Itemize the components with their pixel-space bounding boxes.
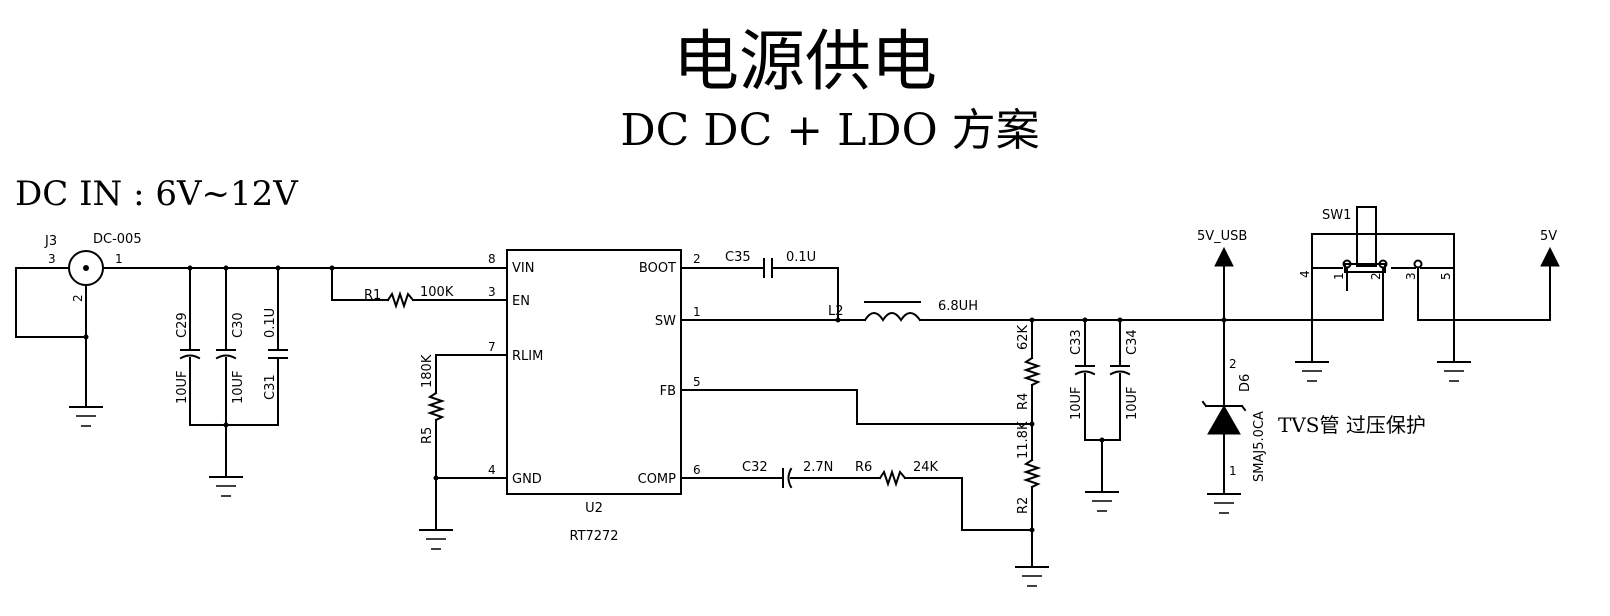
d6-pin2: 2 [1229,357,1237,371]
j3-pin3: 3 [48,252,56,266]
input-voltage-note: DC IN : 6V~12V [15,174,299,214]
sw1-pin1: 1 [1332,272,1346,280]
j3-pin1: 1 [115,252,123,266]
sw1-pin2: 2 [1369,272,1383,280]
c29-value: 10UF [175,370,190,404]
u2-pin-fb-name: FB [660,384,676,399]
d6-tvs-diode: 2 D6 SMAJ5.0CA 1 [1201,357,1267,482]
c31-value: 0.1U [263,308,278,338]
j3-ref: J3 [44,234,57,249]
c30-ref: C30 [231,312,246,338]
c35-capacitor: C35 0.1U [725,250,816,278]
c31-capacitor: 0.1U C31 [263,308,288,400]
c35-ref: C35 [725,250,751,265]
c34-ref: C34 [1125,329,1140,355]
schematic-subtitle: DC DC + LDO 方案 [620,105,1039,156]
gnd-symbol-sw1-right [1437,361,1471,382]
c34-capacitor: C34 10UF [1109,329,1140,420]
u2-pin-boot-name: BOOT [639,261,676,276]
c29-ref: C29 [175,312,190,338]
net-5v-label: 5V [1540,229,1557,244]
r5-value: 180K [420,354,435,388]
r6-value: 24K [913,460,939,475]
gnd-symbol-u2 [419,529,453,550]
u2-pin-rlim-num: 7 [488,340,496,354]
c35-value: 0.1U [786,250,816,265]
l2-value: 6.8UH [938,299,978,314]
gnd-symbol-sw1-left [1295,361,1329,382]
l2-ref: L2 [828,304,844,319]
u2-ic-rt7272: VIN EN RLIM GND BOOT SW FB COMP 8 3 7 4 … [488,249,701,544]
net-5v-arrow [1540,246,1560,267]
u2-part: RT7272 [569,529,618,544]
u2-pin-gnd-num: 4 [488,463,496,477]
c32-capacitor: C32 2.7N [742,460,833,489]
gnd-symbol-fb [1015,566,1049,587]
u2-pin-sw-name: SW [655,314,676,329]
c33-capacitor: C33 10UF [1069,329,1096,420]
net-5v-usb-label: 5V_USB [1197,229,1247,244]
u2-pin-en-num: 3 [488,285,496,299]
u2-pin-gnd-name: GND [512,472,542,487]
u2-pin-vin-name: VIN [512,261,534,276]
j3-part: DC-005 [93,232,142,247]
u2-pin-rlim-name: RLIM [512,349,543,364]
c30-capacitor: C30 10UF [215,312,246,404]
u2-pin-sw-num: 1 [693,305,701,319]
r1-value: 100K [420,285,454,300]
r4-value: 62K [1016,324,1031,350]
gnd-symbol-tvs [1207,493,1241,514]
c33-ref: C33 [1069,329,1084,355]
l2-inductor: L2 6.8UH [828,299,978,322]
u2-pin-comp-name: COMP [638,472,677,487]
sw1-pin5: 5 [1439,272,1453,280]
u2-pin-boot-num: 2 [693,252,701,266]
schematic-title: 电源供电 [673,23,937,100]
c31-ref: C31 [263,374,278,400]
gnd-symbol-j3 [69,406,103,427]
r2-value: 11.8K [1016,421,1031,459]
u2-pin-fb-num: 5 [693,375,701,389]
sw1-ref: SW1 [1322,208,1351,223]
u2-pin-comp-num: 6 [693,463,701,477]
r6-ref: R6 [855,460,872,475]
j3-pin2: 2 [71,294,85,302]
sw1-pin3: 3 [1404,272,1418,280]
gnd-symbol-input-caps [209,476,243,497]
r5-resistor: 180K R5 [420,354,446,444]
r2-ref: R2 [1016,497,1031,514]
c32-value: 2.7N [803,460,833,475]
r2-resistor: 11.8K R2 [1016,421,1042,514]
r4-ref: R4 [1016,393,1031,410]
u2-ref: U2 [585,501,603,516]
r5-ref: R5 [420,427,435,444]
r1-resistor: R1 100K [364,285,454,310]
r1-ref: R1 [364,288,381,303]
c30-value: 10UF [231,370,246,404]
d6-part: SMAJ5.0CA [1252,411,1267,482]
c34-value: 10UF [1125,386,1140,420]
c33-value: 10UF [1069,386,1084,420]
d6-pin1: 1 [1229,464,1237,478]
c29-capacitor: C29 10UF [175,312,201,404]
r6-resistor: R6 24K [855,460,939,488]
u2-pin-en-name: EN [512,294,530,309]
r4-resistor: 62K R4 [1016,324,1042,410]
d6-ref: D6 [1238,374,1253,392]
u2-pin-vin-num: 8 [488,252,496,266]
net-5v-usb-arrow [1214,246,1234,267]
gnd-symbol-output-caps [1085,491,1119,512]
sw1-pin4: 4 [1298,270,1312,278]
tvs-protection-note: TVS管 过压保护 [1278,413,1426,437]
sw1-slide-switch: SW1 4 1 2 3 5 [1298,206,1551,361]
c32-ref: C32 [742,460,768,475]
